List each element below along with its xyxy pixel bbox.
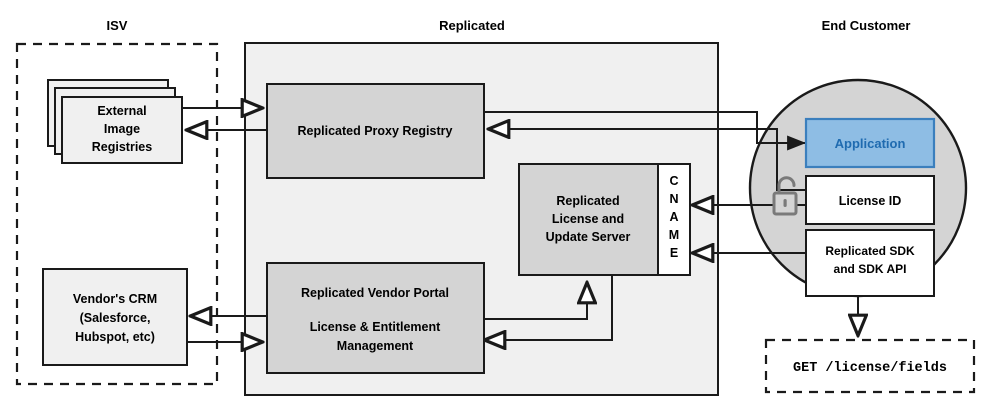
license-update-server-label-line-2: License and <box>552 212 624 226</box>
external-image-registries-label-line-1: External <box>97 104 146 118</box>
license-update-server-label-line-3: Update Server <box>546 230 631 244</box>
vendors-crm-label-line-1: Vendor's CRM <box>73 292 157 306</box>
connector-vendor-portal-to-license-server <box>484 282 587 320</box>
vendors-crm-label-line-3: Hubspot, etc) <box>75 330 155 344</box>
node-external-image-registries[interactable]: External Image Registries <box>47 79 183 164</box>
open-padlock-icon <box>772 176 798 216</box>
external-image-registries-label-line-3: Registries <box>92 140 152 154</box>
cname-letter-4: M <box>669 228 679 242</box>
isv-region <box>15 42 219 386</box>
node-cname[interactable]: C N A M E <box>657 163 691 276</box>
cname-letter-3: A <box>669 210 678 224</box>
connector-proxy-to-application <box>484 111 806 151</box>
application-label: Application <box>835 136 906 151</box>
vendors-crm-label-line-2: (Salesforce, <box>80 311 151 325</box>
node-application[interactable]: Application <box>804 117 936 169</box>
vendor-portal-label-line-1: Replicated Vendor Portal <box>301 286 449 300</box>
api-request-label: GET /license/fields <box>793 361 947 376</box>
node-license-id[interactable]: License ID <box>805 175 935 225</box>
group-label-end-customer: End Customer <box>822 18 911 33</box>
replicated-proxy-registry-label: Replicated Proxy Registry <box>298 124 453 138</box>
cname-letter-2: N <box>669 192 678 206</box>
cname-letter-5: E <box>670 246 678 260</box>
node-vendors-crm[interactable]: Vendor's CRM (Salesforce, Hubspot, etc) <box>42 268 188 366</box>
cname-letter-1: C <box>669 174 678 188</box>
node-replicated-license-update-server[interactable]: Replicated License and Update Server <box>518 163 659 276</box>
vendor-portal-label-line-2: License & Entitlement <box>310 320 441 334</box>
replicated-sdk-label-line-1: Replicated SDK <box>825 244 915 258</box>
external-image-registries-label-line-2: Image <box>104 122 140 136</box>
connector-application-to-proxy <box>488 129 806 191</box>
group-label-isv: ISV <box>107 18 128 33</box>
license-id-label: License ID <box>839 194 902 208</box>
replicated-sdk-label-line-2: and SDK API <box>834 262 907 276</box>
group-label-replicated: Replicated <box>439 18 505 33</box>
node-api-request: GET /license/fields <box>764 338 976 394</box>
license-update-server-label-line-1: Replicated <box>556 194 619 208</box>
node-replicated-vendor-portal[interactable]: Replicated Vendor Portal License & Entit… <box>266 262 485 374</box>
connector-license-server-to-vendor-portal <box>484 275 613 340</box>
vendor-portal-label-line-3: Management <box>337 339 414 353</box>
node-replicated-proxy-registry[interactable]: Replicated Proxy Registry <box>266 83 485 179</box>
node-replicated-sdk[interactable]: Replicated SDK and SDK API <box>805 229 935 297</box>
